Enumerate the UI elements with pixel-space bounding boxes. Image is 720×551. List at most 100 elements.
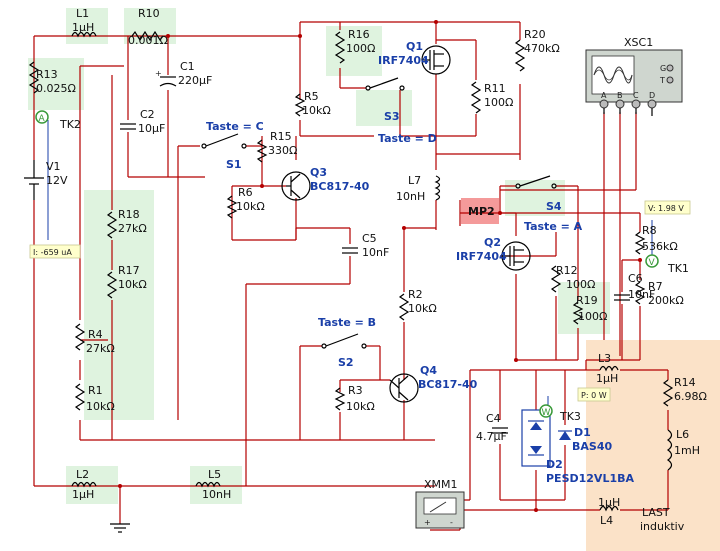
label-R4-value: 27kΩ bbox=[86, 342, 115, 355]
battery-V1 bbox=[24, 160, 44, 200]
inductor-L6 bbox=[666, 429, 673, 471]
multimeter-title: XMM1 bbox=[424, 478, 458, 491]
mp2-marker bbox=[461, 198, 499, 224]
switch-S4 bbox=[515, 175, 557, 189]
resistor-R7 bbox=[634, 281, 646, 305]
label-C5-ref: C5 bbox=[362, 232, 377, 245]
probe-TK2-readout-box bbox=[29, 244, 81, 259]
inductor-L4 bbox=[599, 505, 619, 512]
label-D1-ref: D1 bbox=[574, 426, 591, 439]
label-D2-value: PESD12VL1BA bbox=[546, 472, 634, 485]
label-L3-value: 1µH bbox=[596, 372, 618, 385]
label-R13-value: 0.025Ω bbox=[36, 82, 76, 95]
resistor-R17 bbox=[106, 271, 118, 299]
label-C6-ref: C6 bbox=[628, 272, 643, 285]
label-S2-key: Taste = B bbox=[318, 316, 376, 329]
resistor-R18 bbox=[106, 211, 118, 239]
resistor-R6 bbox=[226, 195, 238, 219]
probe-TK3-name: TK3 bbox=[559, 410, 581, 423]
label-L1-value: 1µH bbox=[72, 21, 94, 34]
svg-text:A: A bbox=[39, 114, 46, 124]
label-C2-ref: C2 bbox=[140, 108, 155, 121]
inductor-L5 bbox=[195, 481, 221, 488]
resistor-R2 bbox=[398, 293, 410, 321]
resistors bbox=[28, 30, 674, 411]
probe-TK1-name: TK1 bbox=[667, 262, 689, 275]
resistor-R3 bbox=[334, 387, 346, 411]
label-R20-ref: R20 bbox=[524, 28, 546, 41]
measurement-point-MP2: MP2 bbox=[468, 205, 495, 218]
label-Q3-ref: Q3 bbox=[310, 166, 327, 179]
label-Q4-value: BC817-40 bbox=[418, 378, 478, 391]
label-L7-ref: L7 bbox=[408, 174, 421, 187]
label-R7-value: 200kΩ bbox=[648, 294, 684, 307]
label-R10-value: 0.001Ω bbox=[128, 34, 168, 47]
osc-channel-c: C bbox=[633, 91, 639, 100]
label-L2-value: 1µH bbox=[72, 488, 94, 501]
label-Q4-ref: Q4 bbox=[420, 364, 437, 377]
label-C4-value: 4.7µF bbox=[476, 430, 507, 443]
capacitor-C6 bbox=[614, 294, 630, 301]
probe-TK1-reading: V: 1.98 V bbox=[648, 204, 684, 213]
probe-TK2-icon[interactable]: A bbox=[35, 110, 49, 124]
label-R13-ref: R13 bbox=[36, 68, 58, 81]
label-S3-key: Taste = D bbox=[378, 132, 437, 145]
label-Q1-ref: Q1 bbox=[406, 40, 423, 53]
osc-pin-g: G bbox=[660, 64, 666, 73]
resistor-R10 bbox=[131, 30, 164, 42]
label-S1-ref: S1 bbox=[226, 158, 242, 171]
probes: A V W bbox=[29, 110, 691, 418]
label-R15-value: 330Ω bbox=[268, 144, 297, 157]
bjt-Q3 bbox=[281, 171, 311, 201]
label-R11-ref: R11 bbox=[484, 82, 506, 95]
wires bbox=[33, 21, 669, 531]
label-R18-ref: R18 bbox=[118, 208, 140, 221]
label-R14-value: 6.98Ω bbox=[674, 390, 707, 403]
inductor-L1 bbox=[71, 31, 97, 38]
osc-channel-a: A bbox=[601, 91, 607, 100]
switch-S1 bbox=[201, 133, 247, 149]
label-Q1-value: IRF7404 bbox=[378, 54, 429, 67]
switch-S3 bbox=[365, 77, 405, 91]
svg-text:V: V bbox=[649, 258, 656, 268]
label-R16-value: 100Ω bbox=[346, 42, 375, 55]
resistor-R15 bbox=[256, 139, 268, 163]
resistor-R16 bbox=[334, 31, 346, 64]
resistor-R8 bbox=[634, 231, 646, 255]
label-Q2-ref: Q2 bbox=[484, 236, 501, 249]
probe-TK1-icon[interactable]: V bbox=[645, 254, 659, 268]
label-R6-value: 10kΩ bbox=[236, 200, 265, 213]
capacitor-C5 bbox=[342, 247, 358, 254]
label-V1-ref: V1 bbox=[46, 160, 61, 173]
label-R2-ref: R2 bbox=[408, 288, 423, 301]
multimeter-XMM1[interactable]: + - bbox=[415, 491, 465, 529]
resistor-R5 bbox=[294, 93, 306, 117]
resistor-R19 bbox=[572, 301, 584, 325]
switches bbox=[201, 77, 557, 349]
label-R8-value: 536kΩ bbox=[642, 240, 678, 253]
osc-channel-b: B bbox=[617, 91, 623, 100]
label-S2-ref: S2 bbox=[338, 356, 354, 369]
label-R17-value: 10kΩ bbox=[118, 278, 147, 291]
inductors bbox=[71, 31, 673, 512]
inductor-L7 bbox=[434, 175, 441, 201]
label-S3-ref: S3 bbox=[384, 110, 400, 123]
label-R11-value: 100Ω bbox=[484, 96, 513, 109]
diode-D1 bbox=[558, 430, 572, 440]
label-C2-value: 10µF bbox=[138, 122, 165, 135]
label-R5-value: 10kΩ bbox=[302, 104, 331, 117]
label-L7-value: 10nH bbox=[396, 190, 425, 203]
diode-D2 bbox=[521, 409, 551, 467]
probe-TK1-readout-box bbox=[644, 200, 691, 215]
label-S4-ref: S4 bbox=[546, 200, 562, 213]
resistor-R20 bbox=[514, 39, 526, 72]
label-R2-value: 10kΩ bbox=[408, 302, 437, 315]
capacitor-C1: + bbox=[155, 69, 177, 87]
label-L2-ref: L2 bbox=[76, 468, 89, 481]
probe-TK3-icon[interactable]: W bbox=[539, 404, 553, 418]
capacitors: + bbox=[120, 69, 630, 434]
label-C4-ref: C4 bbox=[486, 412, 501, 425]
oscilloscope-XSC1[interactable] bbox=[585, 49, 683, 116]
label-R8-ref: R8 bbox=[642, 224, 657, 237]
